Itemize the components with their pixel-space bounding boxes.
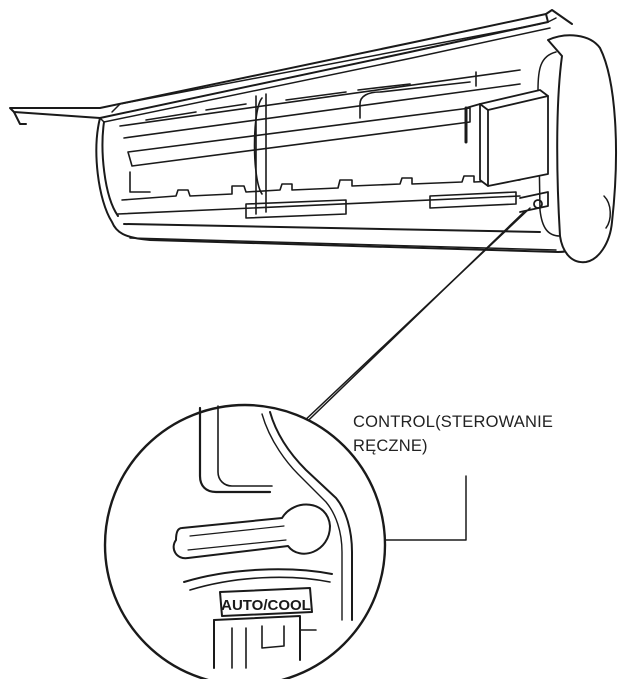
indoor-unit-body: [95, 23, 617, 264]
leader-lines: [283, 207, 531, 541]
auto-cool-button-label: AUTO/COOL: [221, 597, 311, 614]
callout-label-line2: RĘCZNE): [353, 437, 428, 455]
control-box: [464, 89, 549, 213]
air-filter-frame: [117, 69, 521, 219]
front-panel: [9, 9, 573, 125]
callout-label-line1: CONTROL(STEROWANIE: [353, 413, 554, 431]
magnified-detail: AUTO/COOL: [103, 403, 387, 684]
